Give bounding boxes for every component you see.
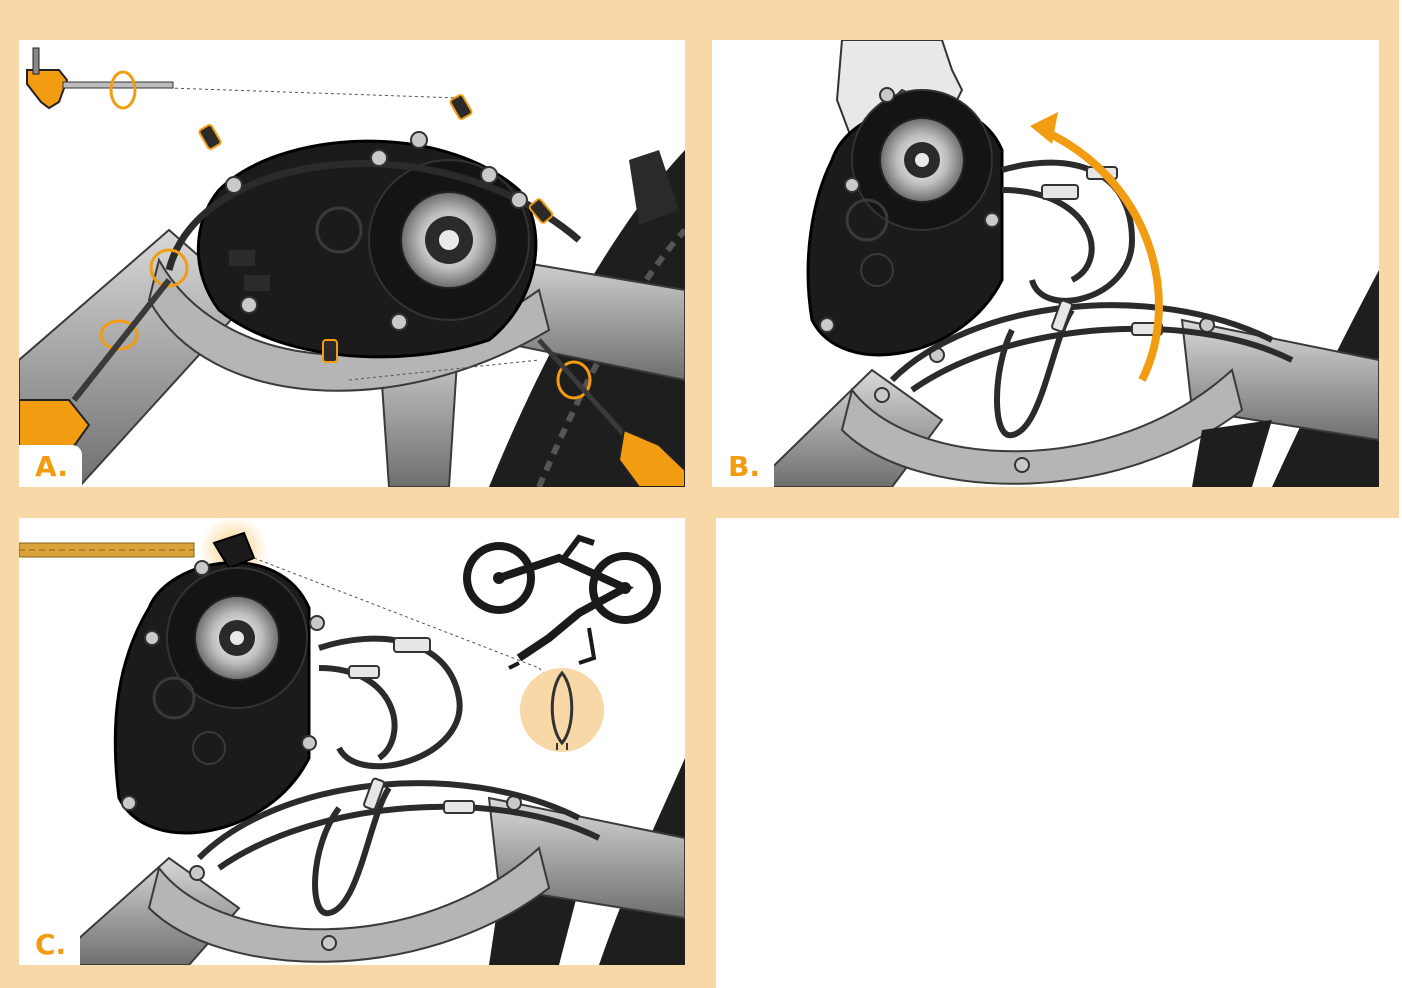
- connector-icon: [1041, 166, 1163, 336]
- motor-icon: [806, 89, 1004, 357]
- arrow-head-icon: [1030, 112, 1058, 144]
- motor-removal-illustration-b: [750, 40, 1379, 487]
- removed-bolts: [198, 94, 554, 363]
- step-label-c: C.: [19, 923, 81, 965]
- bicycle-silhouette-icon: [463, 534, 661, 670]
- strap-loop-icon: [520, 668, 604, 752]
- screw-icon: [121, 560, 522, 951]
- motor-removal-illustration-c: [19, 518, 685, 965]
- motor-icon: [113, 531, 311, 835]
- rotate-arrows-icon: [99, 70, 592, 400]
- step-panel-a: A.: [19, 40, 685, 487]
- t-handle-hex-key-icon: [26, 47, 174, 110]
- step-panel-c: C.: [19, 518, 685, 965]
- bike-frame: [47, 796, 685, 965]
- motor-removal-illustration-a: [19, 47, 685, 487]
- curved-arrow-icon: [1040, 126, 1163, 382]
- bike-frame: [750, 318, 1379, 487]
- step-label-b: B.: [712, 445, 774, 487]
- motor-icon: [196, 139, 538, 359]
- connector-icon: [348, 637, 475, 814]
- step-label-a: A.: [19, 445, 82, 487]
- screwdriver-lower-right: [537, 338, 685, 487]
- step-panel-b: B.: [712, 40, 1379, 487]
- guide-lines: [168, 87, 540, 381]
- screw-icon: [225, 131, 528, 331]
